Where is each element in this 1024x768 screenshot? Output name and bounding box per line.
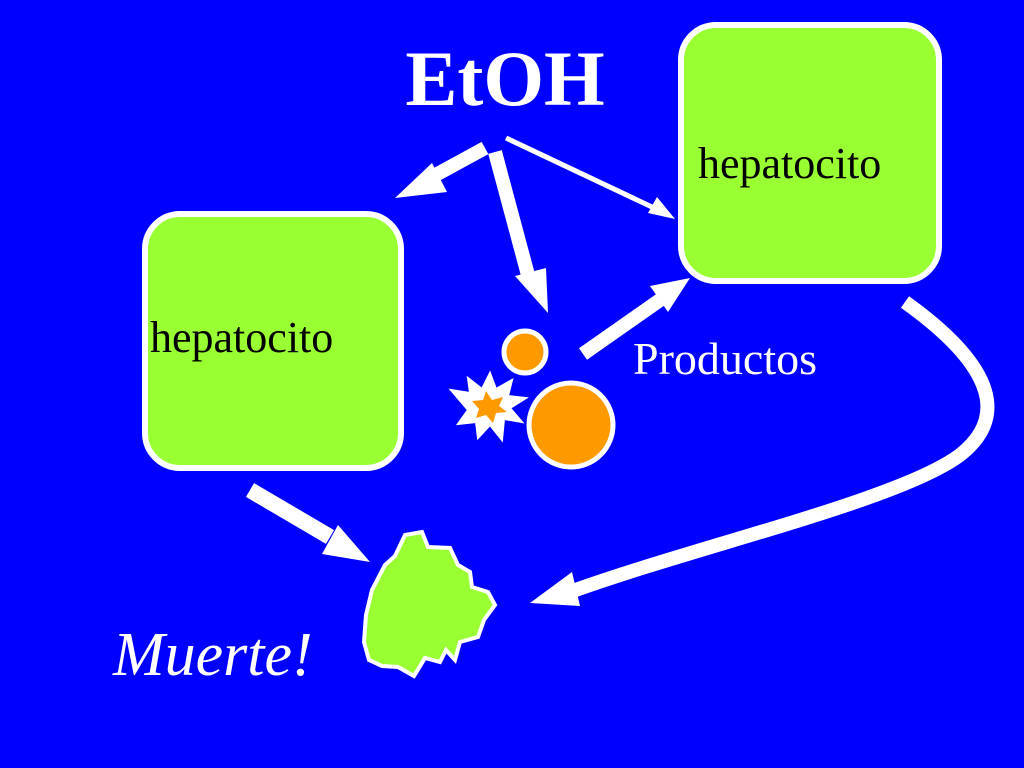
- arrow-right-cell-to-death: [530, 296, 995, 606]
- products-label: Productos: [633, 333, 817, 384]
- etoh-title: EtOH: [405, 35, 605, 122]
- dead-cell-shape: [361, 529, 498, 679]
- arrow-etoh-to-left-cell: [395, 141, 489, 198]
- arrow-products-to-right-cell: [578, 278, 690, 360]
- hepatocyte-right-label: hepatocito: [698, 139, 882, 188]
- death-label: Muerte!: [113, 621, 313, 689]
- hepatocyte-left-label: hepatocito: [150, 313, 334, 362]
- hepatocyte-right: hepatocito: [678, 22, 942, 284]
- arrow-etoh-to-right-cell: [504, 135, 675, 219]
- small-particle: [501, 328, 549, 376]
- hepatocyte-left: hepatocito: [142, 211, 404, 471]
- explosion-icon: [448, 370, 529, 443]
- arrow-left-cell-to-death: [245, 483, 370, 562]
- arrow-etoh-to-particles: [488, 150, 548, 313]
- large-particle: [526, 380, 616, 470]
